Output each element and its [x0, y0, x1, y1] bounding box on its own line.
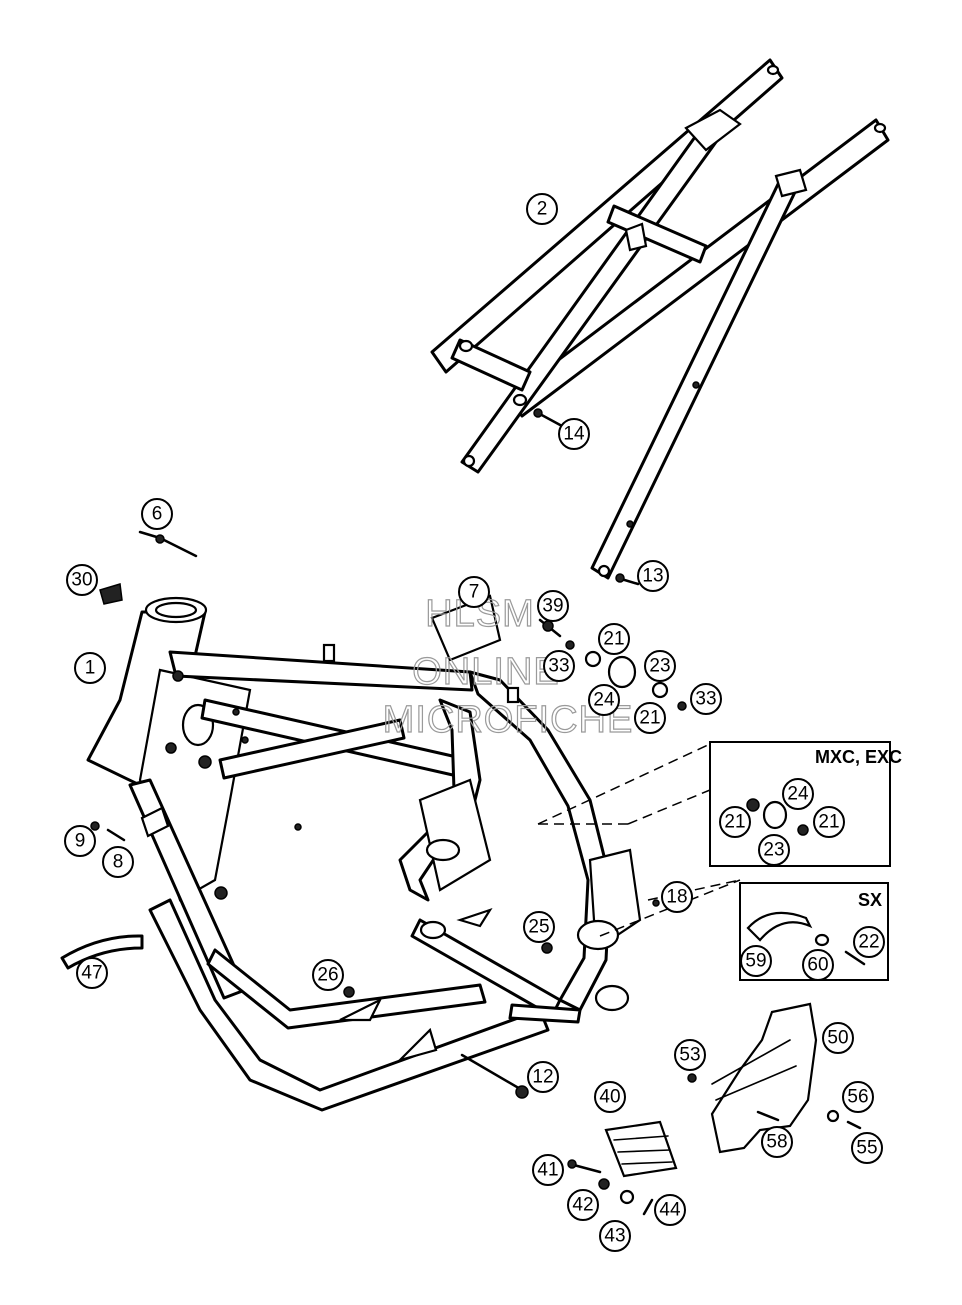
- svg-text:23: 23: [763, 840, 784, 861]
- svg-text:21: 21: [724, 812, 745, 833]
- callout-21d: 21: [813, 806, 845, 838]
- svg-text:13: 13: [642, 566, 663, 587]
- callout-21c: 21: [719, 806, 751, 838]
- callout-23a: 23: [644, 650, 676, 682]
- svg-text:25: 25: [528, 917, 549, 938]
- svg-text:26: 26: [317, 965, 338, 986]
- svg-text:60: 60: [807, 955, 828, 976]
- callout-22: 22: [853, 926, 885, 958]
- svg-text:8: 8: [113, 852, 124, 873]
- callout-40: 40: [594, 1081, 626, 1113]
- callout-18: 18: [661, 881, 693, 913]
- svg-text:12: 12: [532, 1067, 553, 1088]
- callout-1: 1: [74, 652, 106, 684]
- leader-lines: [537, 743, 741, 937]
- svg-text:33: 33: [695, 689, 716, 710]
- svg-text:55: 55: [856, 1138, 877, 1159]
- callout-44: 44: [654, 1194, 686, 1226]
- svg-text:39: 39: [542, 596, 563, 617]
- callout-43: 43: [599, 1220, 631, 1252]
- small-parts: [60, 408, 862, 1216]
- callout-12: 12: [527, 1061, 559, 1093]
- callout-6: 6: [141, 498, 173, 530]
- svg-text:30: 30: [71, 570, 92, 591]
- callout-7: 7: [458, 576, 490, 608]
- sx-label: SX: [858, 890, 882, 910]
- svg-text:21: 21: [818, 812, 839, 833]
- callout-26: 26: [312, 959, 344, 991]
- variant-box-mxc-exc: MXC, EXC: [709, 741, 902, 867]
- svg-text:56: 56: [847, 1087, 868, 1108]
- svg-text:1: 1: [85, 658, 96, 679]
- svg-text:6: 6: [152, 504, 163, 525]
- callout-59: 59: [740, 945, 772, 977]
- svg-text:18: 18: [666, 887, 687, 908]
- callout-13: 13: [637, 560, 669, 592]
- svg-text:33: 33: [548, 656, 569, 677]
- callout-25: 25: [523, 911, 555, 943]
- callout-2: 2: [526, 193, 558, 225]
- watermark: HLSM ONLINE MICROFICHE: [382, 592, 633, 741]
- svg-text:41: 41: [537, 1160, 558, 1181]
- svg-text:42: 42: [572, 1195, 593, 1216]
- callout-24a: 24: [588, 684, 620, 716]
- svg-text:7: 7: [469, 582, 480, 603]
- callout-33a: 33: [543, 650, 575, 682]
- svg-text:24: 24: [593, 690, 615, 711]
- callout-53: 53: [674, 1039, 706, 1071]
- callout-55: 55: [851, 1132, 883, 1164]
- svg-text:58: 58: [766, 1132, 787, 1153]
- callout-47: 47: [76, 957, 108, 989]
- svg-text:2: 2: [537, 199, 548, 220]
- svg-text:44: 44: [659, 1200, 681, 1221]
- svg-text:22: 22: [858, 932, 879, 953]
- svg-text:59: 59: [745, 951, 766, 972]
- svg-text:14: 14: [563, 424, 585, 445]
- callout-56: 56: [842, 1081, 874, 1113]
- svg-text:24: 24: [787, 784, 809, 805]
- svg-text:47: 47: [81, 963, 102, 984]
- subframe: [430, 58, 890, 580]
- callout-60: 60: [802, 949, 834, 981]
- callout-23b: 23: [758, 834, 790, 866]
- callout-50: 50: [822, 1022, 854, 1054]
- callout-21b: 21: [634, 702, 666, 734]
- svg-text:21: 21: [603, 629, 624, 650]
- callout-41: 41: [532, 1154, 564, 1186]
- svg-text:23: 23: [649, 656, 670, 677]
- callout-42: 42: [567, 1189, 599, 1221]
- callout-33b: 33: [690, 683, 722, 715]
- callout-39: 39: [537, 590, 569, 622]
- callout-58: 58: [761, 1126, 793, 1158]
- svg-text:50: 50: [827, 1028, 848, 1049]
- callout-14: 14: [558, 418, 590, 450]
- callout-8: 8: [102, 846, 134, 878]
- svg-text:43: 43: [604, 1226, 625, 1247]
- svg-text:9: 9: [75, 831, 86, 852]
- callout-21a: 21: [598, 623, 630, 655]
- svg-text:53: 53: [679, 1045, 700, 1066]
- watermark-line-2: ONLINE: [412, 651, 559, 693]
- svg-text:40: 40: [599, 1087, 620, 1108]
- mxc-exc-label: MXC, EXC: [815, 747, 902, 767]
- main-frame: [86, 594, 642, 1112]
- callout-30: 30: [66, 564, 98, 596]
- svg-text:21: 21: [639, 708, 660, 729]
- callout-24b: 24: [782, 778, 814, 810]
- callout-9: 9: [64, 825, 96, 857]
